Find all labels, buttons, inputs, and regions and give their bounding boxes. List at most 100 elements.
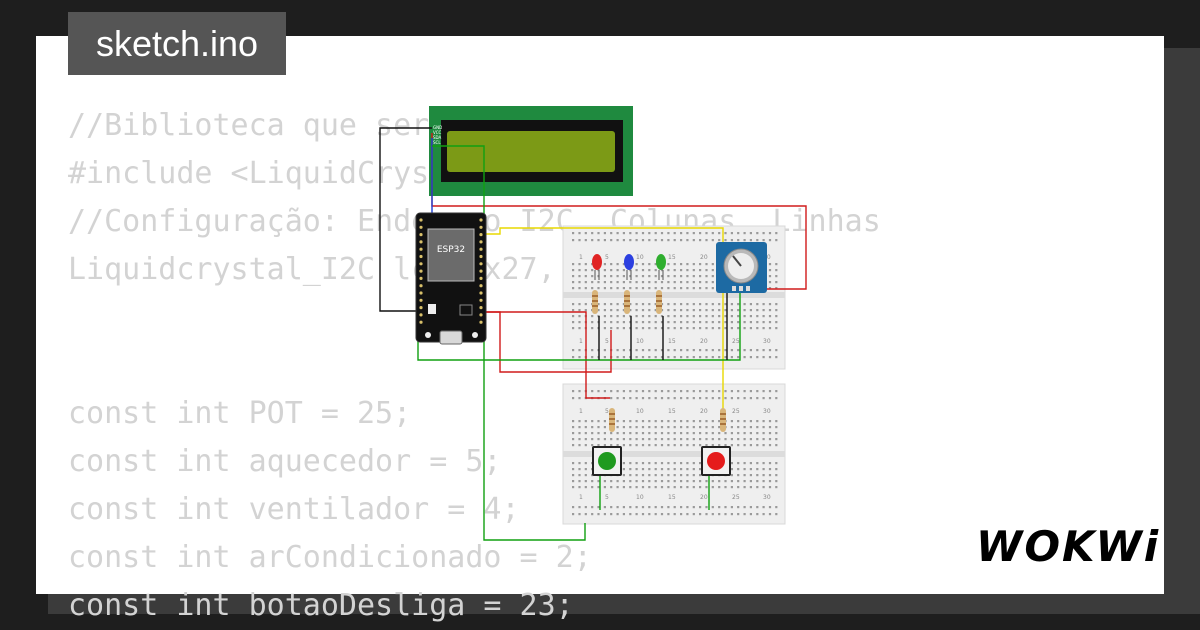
- resistor[interactable]: [592, 290, 598, 314]
- breadboard-hole: [756, 432, 759, 435]
- lcd-display[interactable]: GND VCC SDA SCL: [429, 106, 633, 196]
- breadboard-hole: [737, 356, 740, 359]
- breadboard-hole: [622, 287, 625, 290]
- breadboard-hole: [654, 303, 657, 306]
- resistor[interactable]: [609, 408, 615, 432]
- breadboard-hole: [578, 506, 581, 509]
- breadboard-hole: [775, 444, 778, 447]
- breadboard-hole: [711, 263, 714, 266]
- breadboard-hole: [680, 315, 683, 318]
- breadboard-hole: [705, 269, 708, 272]
- breadboard-hole: [699, 315, 702, 318]
- breadboard-hole: [622, 426, 625, 429]
- breadboard-bottom-col-labels-bottom: 1 5 10 15 20 25 30: [579, 494, 771, 501]
- breadboard-hole: [737, 426, 740, 429]
- breadboard-hole: [680, 321, 683, 324]
- breadboard-hole: [622, 462, 625, 465]
- breadboard-hole: [730, 390, 733, 393]
- breadboard-hole: [749, 303, 752, 306]
- breadboard-hole: [610, 232, 613, 235]
- esp32-board[interactable]: ESP32: [415, 212, 487, 345]
- breadboard-hole: [660, 232, 664, 235]
- breadboard-hole: [762, 474, 765, 477]
- breadboard-hole: [648, 474, 651, 477]
- breadboard-hole: [616, 281, 619, 284]
- breadboard-hole: [578, 287, 581, 290]
- file-tab[interactable]: sketch.ino: [68, 12, 286, 75]
- breadboard-hole: [680, 349, 683, 352]
- breadboard-hole: [724, 239, 727, 242]
- breadboard-hole: [578, 275, 581, 278]
- pushbutton-red[interactable]: [701, 446, 731, 476]
- breadboard-hole: [635, 356, 638, 359]
- breadboard-hole: [629, 468, 632, 471]
- breadboard-hole: [775, 462, 778, 465]
- breadboard-hole: [654, 232, 657, 235]
- breadboard-hole: [629, 432, 632, 435]
- breadboard-hole: [616, 327, 619, 330]
- breadboard-hole: [597, 309, 600, 312]
- pushbutton-red-cap[interactable]: [707, 452, 725, 470]
- potentiometer[interactable]: [716, 242, 767, 293]
- breadboard-hole: [686, 327, 689, 330]
- led-blue[interactable]: [624, 254, 634, 280]
- breadboard-hole: [743, 239, 746, 242]
- en-button[interactable]: [472, 332, 478, 338]
- breadboard-hole: [584, 438, 587, 441]
- breadboard-hole: [768, 232, 772, 235]
- breadboard-hole: [711, 269, 714, 272]
- esp32-pin: [479, 225, 483, 229]
- breadboard-hole: [737, 390, 740, 393]
- breadboard-hole: [629, 420, 632, 423]
- breadboard-hole: [584, 462, 587, 465]
- breadboard-hole: [718, 432, 721, 435]
- breadboard-hole: [711, 303, 714, 306]
- resistor[interactable]: [656, 290, 662, 314]
- breadboard-hole: [718, 444, 721, 447]
- resistor[interactable]: [720, 408, 726, 432]
- breadboard-hole: [641, 390, 645, 393]
- pushbutton-green[interactable]: [592, 446, 622, 476]
- breadboard-hole: [641, 349, 645, 352]
- breadboard-hole: [749, 438, 752, 441]
- breadboard-hole: [578, 309, 581, 312]
- breadboard-hole: [692, 426, 695, 429]
- breadboard-hole: [635, 303, 638, 306]
- breadboard-hole: [648, 303, 651, 306]
- breadboard-hole: [654, 309, 657, 312]
- breadboard-hole: [699, 263, 702, 266]
- breadboard-hole: [629, 232, 632, 235]
- breadboard-hole: [692, 432, 695, 435]
- breadboard-hole: [584, 281, 587, 284]
- resistor[interactable]: [624, 290, 630, 314]
- breadboard-hole: [572, 513, 575, 516]
- breadboard-hole: [591, 480, 594, 483]
- led-green[interactable]: [656, 254, 666, 280]
- breadboard-hole: [572, 486, 575, 489]
- breadboard-hole: [584, 275, 587, 278]
- breadboard-hole: [686, 390, 689, 393]
- breadboard-hole: [756, 349, 759, 352]
- breadboard-hole: [724, 438, 727, 441]
- breadboard-hole: [654, 390, 657, 393]
- boot-button[interactable]: [425, 332, 431, 338]
- pushbutton-green-cap[interactable]: [598, 452, 616, 470]
- breadboard-hole: [718, 390, 721, 393]
- breadboard-hole: [730, 239, 733, 242]
- breadboard-hole: [768, 426, 772, 429]
- breadboard-hole: [648, 420, 651, 423]
- led-red[interactable]: [592, 254, 602, 280]
- breadboard-hole: [622, 269, 625, 272]
- breadboard-hole: [680, 420, 683, 423]
- breadboard-hole: [616, 287, 619, 290]
- breadboard-hole: [648, 506, 651, 509]
- breadboard-hole: [578, 444, 581, 447]
- breadboard-hole: [591, 275, 594, 278]
- breadboard-hole: [749, 462, 752, 465]
- breadboard-hole: [724, 513, 727, 516]
- breadboard-hole: [680, 281, 683, 284]
- breadboard-hole: [749, 397, 752, 400]
- esp32-pin: [479, 313, 483, 317]
- breadboard-hole: [718, 303, 721, 306]
- breadboard-hole: [724, 327, 727, 330]
